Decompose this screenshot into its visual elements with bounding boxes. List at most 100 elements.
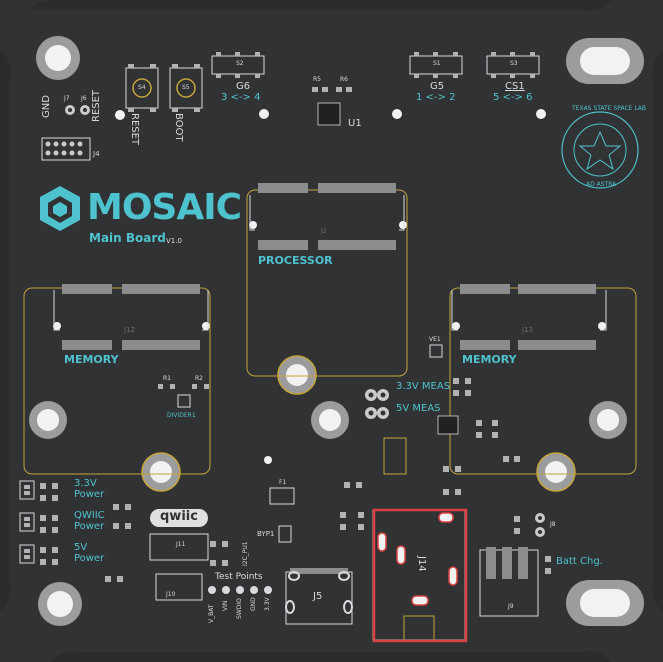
connector-j10 [155,573,203,601]
header-gnd-reset [65,105,90,115]
powerqwiic-sub: Power [74,521,105,532]
s4-label: S4 [138,84,146,91]
switch-g5[interactable] [409,52,463,78]
g5-range: 1 <-> 2 [416,92,456,103]
j7-label: J7 [64,95,70,102]
processor-connector [246,183,408,377]
memory-left-label: MEMORY [64,353,119,366]
s2-label: S2 [236,60,244,67]
j4-label: J4 [93,150,100,158]
memory-left-connector [23,284,211,475]
r5-label: R5 [313,76,321,83]
seal-line2: AD ASTRA [586,181,617,188]
power33-label: 3.3V [74,478,97,489]
jumper-ve1 [429,344,443,358]
mounting-hole-bl [38,582,82,626]
cs1-range: 5 <-> 6 [493,92,533,103]
qwiic-text: qwiic [160,509,198,524]
memory-right-label: MEMORY [462,353,517,366]
logo-subtitle: Main Board [89,231,166,245]
tp-swdio: SWDIO [236,598,243,619]
jumper-divider [177,394,191,408]
header-j4 [41,137,91,161]
qwiic-logo [150,509,208,527]
j14-label: J14 [416,556,427,572]
mounting-hole-left [29,401,67,439]
power5-sub: Power [74,553,105,564]
power5-label: 5V [74,542,88,553]
power-led-pads [19,480,35,564]
seal-line1: TEXAS STATE SPACE LAB [572,105,647,112]
diode-d4 [383,437,407,475]
s3-label: S3 [510,60,518,67]
standoff-processor [277,355,317,395]
jumper-byp1 [278,525,292,543]
standoff-mem-left [141,452,181,492]
u1-label: U1 [348,118,362,129]
mosaic-logo-icon [40,186,80,231]
meas5-label: 5V MEAS [396,403,441,414]
j9-label: J9 [508,603,514,610]
processor-label: PROCESSOR [258,254,333,267]
switch-cs1[interactable] [486,52,540,78]
i2c-pu-label: I2C_PU1 [242,541,249,566]
board-version: V1.0 [166,237,182,245]
texas-state-space-lab-seal [561,111,639,189]
divider-label: DIVIDER1 [167,412,196,419]
memory-right-connector [449,284,637,475]
f1-label: F1 [279,479,287,486]
tp-vin: VIN [222,600,229,611]
boot-button[interactable] [169,64,203,112]
j8-label: J8 [550,521,556,528]
test-points [208,586,272,594]
mounting-hole-right [589,401,627,439]
j5-label: J5 [313,591,323,602]
mounting-hole-center [311,401,349,439]
usb-connector-j5 [285,568,353,625]
powerqwiic-label: QWIIC [74,510,105,521]
mounting-hole-tl [36,36,80,80]
chip-u1 [312,87,352,126]
slot-hole-br [566,580,644,626]
r2-label: R2 [195,375,203,382]
g6-label: G6 [236,81,251,92]
logo-text: MOSAIC [87,187,242,228]
j13-label: J13 [522,326,533,334]
j2-label: J2 [321,228,327,235]
j12-label: J12 [124,326,135,334]
s1-label: S1 [433,60,441,67]
meas33-label: 3.3V MEAS [396,381,451,392]
header-j8 [535,513,545,537]
switch-g6[interactable] [211,52,265,78]
gnd-label: GND [41,95,52,118]
ve1-label: VE1 [429,336,441,343]
cs1-label: CS1 [505,81,525,92]
boot-button-label: BOOT [173,113,184,142]
tp-33v: 3.3V [264,597,271,611]
connector-j9 [479,547,539,617]
j11-label: J11 [176,541,186,548]
fuse-f1 [269,487,295,505]
connector-j11 [149,533,209,561]
g5-label: G5 [430,81,445,92]
byp1-label: BYP1 [257,530,275,538]
power33-sub: Power [74,489,105,500]
vias [53,109,606,464]
standoff-mem-right [536,452,576,492]
selection-highlight [372,508,468,643]
reset-button[interactable] [125,64,159,112]
r6-label: R6 [340,76,348,83]
tp-gnd: GND [250,597,257,611]
g6-range: 3 <-> 4 [221,92,261,103]
chip-u3 [437,415,459,435]
j6-label: J6 [81,95,87,102]
test-points-label: Test Points [215,572,263,582]
reset-button-label: RESET [129,113,140,146]
tp-vbat: V_BAT [208,604,215,623]
slot-hole-tr [566,38,644,84]
reset-pin-label: RESET [91,89,102,122]
s5-label: S5 [182,84,190,91]
meas-pins [365,389,389,419]
